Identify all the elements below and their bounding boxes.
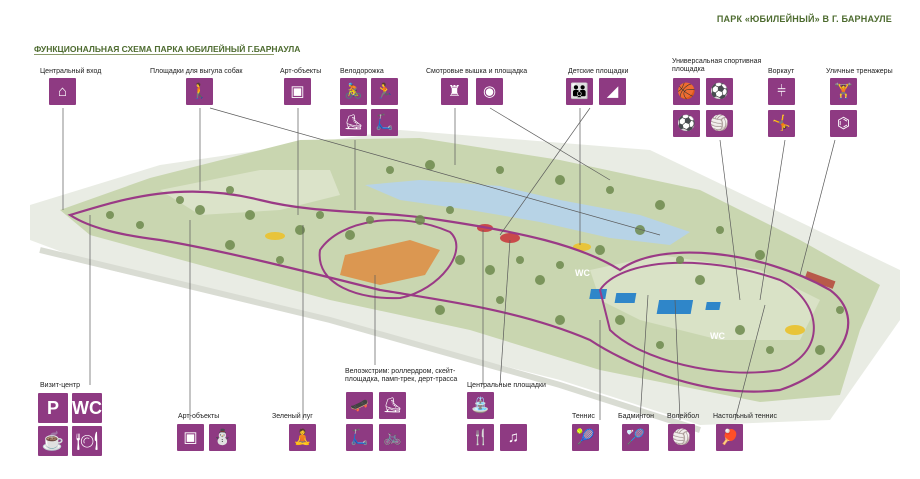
meadow-east [590, 255, 820, 340]
meadow-west [160, 170, 340, 215]
label-tower: Смотровые вышка и площадка [426, 68, 528, 75]
label-street-trainers: Уличные тренажеры [826, 68, 893, 75]
map-wc-label-2: WC [710, 331, 725, 341]
coffee-icon: ☕ [38, 426, 68, 456]
road-south [39, 247, 701, 433]
scheme-title: ФУНКЦИОНАЛЬНАЯ СХЕМА ПАРКА ЮБИЛЕЙНЫЙ Г.Б… [34, 44, 301, 54]
label-table-tennis: Настольный теннис [713, 413, 777, 420]
gymnast-icon: 🤸 [768, 110, 795, 137]
rollerblade-icon: ⛸ [340, 109, 367, 136]
playground-3 [785, 325, 805, 335]
building-icon: ⌂ [49, 78, 76, 105]
bike-icon: 🚲 [379, 424, 406, 451]
parking-icon: P [38, 393, 68, 423]
court-2 [614, 293, 637, 303]
shuttlecock-icon: 🏸 [622, 424, 649, 451]
basketball-icon: 🏀 [673, 78, 700, 105]
slide-icon: ◢ [599, 78, 626, 105]
playground-1 [265, 232, 285, 240]
title-underline [34, 54, 274, 55]
label-volleyball: Волейбол [667, 413, 700, 420]
label-universal-sport: Универсальная спортивная площадка [672, 58, 762, 73]
bike-path-east [598, 261, 815, 374]
leader-lines [62, 107, 836, 421]
trainer-icon: 🏋 [830, 78, 857, 105]
court-4 [705, 302, 721, 310]
court-3 [656, 300, 694, 314]
music-icon: ♫ [500, 424, 527, 451]
cafe-table-icon: 🍽 [72, 426, 102, 456]
header-title: ПАРК «ЮБИЛЕЙНЫЙ» В Г. БАРНАУЛЕ [716, 14, 892, 24]
label-dog-area: Площадки для выгула собак [150, 68, 243, 75]
label-tennis: Теннис [572, 413, 595, 420]
lake [365, 180, 690, 245]
tennis-racket-icon: 🎾 [572, 424, 599, 451]
pullup-icon: ⫩ [768, 78, 795, 105]
label-art-objects-top: Арт-объекты [280, 68, 322, 75]
label-workout: Воркаут [768, 68, 795, 75]
map-wc-label-1: WC [575, 268, 590, 278]
central-area-2 [500, 233, 520, 243]
meditation-icon: 🧘 [289, 424, 316, 451]
volleyball2-icon: 🏐 [668, 424, 695, 451]
art-box-icon: ▣ [177, 424, 204, 451]
court-1 [589, 289, 608, 299]
soccer-ball-icon: ⚽ [673, 110, 700, 137]
roller-icon: ⛸ [379, 392, 406, 419]
scooter2-icon: 🛴 [346, 424, 373, 451]
bike-path-loop [67, 190, 850, 393]
cyclist-icon: 🚴 [340, 78, 367, 105]
camera-icon: ◉ [476, 78, 503, 105]
gift-box-icon: ▣ [284, 78, 311, 105]
family-icon: 👪 [566, 78, 593, 105]
label-visit-center: Визит-центр [40, 382, 81, 389]
trainer2-icon: ⌬ [830, 110, 857, 137]
workout-area [804, 271, 836, 289]
label-bike-path: Велодорожка [340, 68, 384, 75]
bike-extreme-zone [340, 240, 440, 285]
label-bike-extreme: Велоэкстрим: роллердром, скейт-площадка,… [345, 368, 458, 383]
wc-icon: WC [72, 393, 102, 423]
table-tennis-icon: 🏓 [716, 424, 743, 451]
label-central-areas: Центральные площадки [467, 382, 546, 389]
football-player-icon: ⚽ [706, 78, 733, 105]
scooter-icon: 🛴 [371, 109, 398, 136]
volleyball-icon: 🏐 [706, 110, 733, 137]
dog-walker-icon: 🚶 [186, 78, 213, 105]
label-art-objects-bottom: Арт-объекты [178, 413, 220, 420]
fountain-icon: ⛲ [467, 392, 494, 419]
trees [106, 160, 844, 355]
label-kids: Детские площадки [568, 68, 629, 75]
skater-icon: 🛹 [346, 392, 373, 419]
runner-icon: 🏃 [371, 78, 398, 105]
label-green-meadow: Зеленый луг [272, 413, 313, 420]
picnic-icon: 🍴 [467, 424, 494, 451]
label-badminton: Бадминтон [618, 413, 655, 420]
watchtower-icon: ♜ [441, 78, 468, 105]
snowman-icon: ⛄ [209, 424, 236, 451]
label-central-entrance: Центральный вход [40, 68, 102, 75]
